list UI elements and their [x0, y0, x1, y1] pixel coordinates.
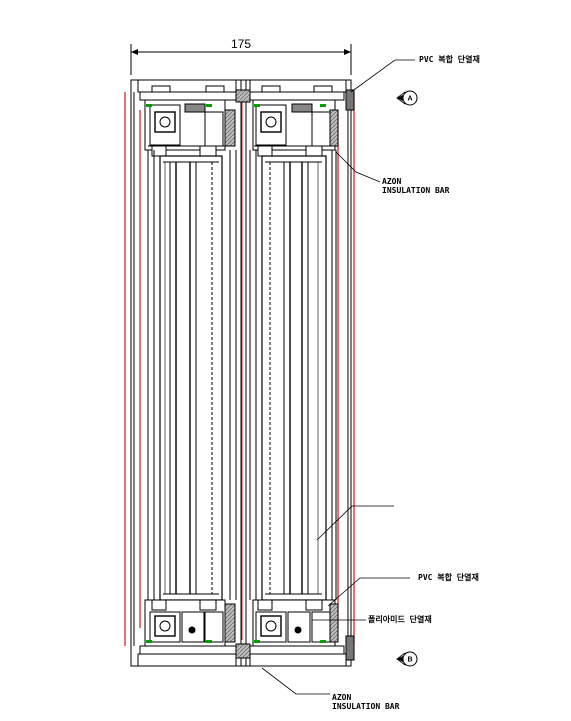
label-azon-top-line2: INSULATION BAR: [382, 186, 450, 195]
label-azon-bottom-line2: INSULATION BAR: [332, 702, 400, 711]
label-polyamide-insulation: 폴리아미드 단열재: [368, 614, 432, 624]
section-marker-a: A: [396, 90, 418, 106]
right-glass-unit: [261, 155, 327, 601]
leader-lines: [261, 59, 415, 695]
dimension-label: 175: [231, 37, 251, 51]
bottom-left-sash: [144, 599, 236, 647]
frame-outline: [130, 79, 352, 667]
bottom-right-sash: [252, 599, 339, 647]
top-left-sash: [144, 99, 236, 157]
top-frame-profile: [137, 79, 355, 111]
top-seals: [146, 104, 326, 107]
bottom-frame-profile: [137, 635, 355, 667]
section-marker-b: B: [396, 651, 418, 667]
section-marker-b-label: B: [407, 657, 412, 664]
label-pvc-insulation-top: PVC 복합 단열재: [419, 54, 480, 64]
red-frame-right: [337, 92, 355, 646]
sash-verticals: [147, 150, 337, 600]
left-glass-unit: [159, 155, 223, 601]
red-frame-left: [124, 92, 243, 646]
label-pvc-insulation-bottom: PVC 복합 단열재: [418, 572, 479, 582]
bottom-seals: [146, 640, 326, 643]
label-azon-bottom-line1: AZON: [332, 693, 351, 702]
section-marker-a-label: A: [407, 96, 412, 103]
top-right-sash: [252, 99, 339, 157]
dimension-175: 175: [130, 37, 352, 75]
label-azon-top-line1: AZON: [382, 177, 401, 186]
